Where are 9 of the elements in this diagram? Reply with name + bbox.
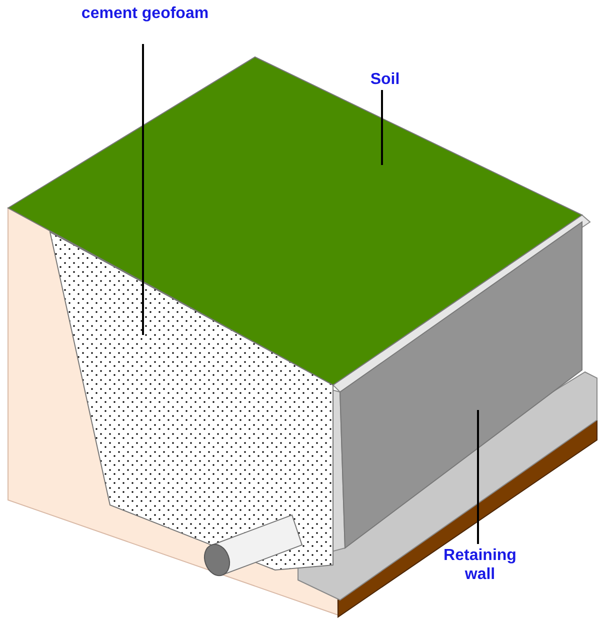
- part-label: cement geofoam: [75, 4, 215, 23]
- soil-surface: [7, 56, 583, 386]
- part-label: Retaining wall: [430, 546, 530, 584]
- part-label: Soil: [355, 70, 415, 89]
- leader-line: [142, 44, 144, 335]
- leader-line: [477, 410, 479, 544]
- leader-line: [381, 90, 383, 165]
- wall-face: [340, 221, 582, 549]
- geofoam-fill: [49, 231, 334, 570]
